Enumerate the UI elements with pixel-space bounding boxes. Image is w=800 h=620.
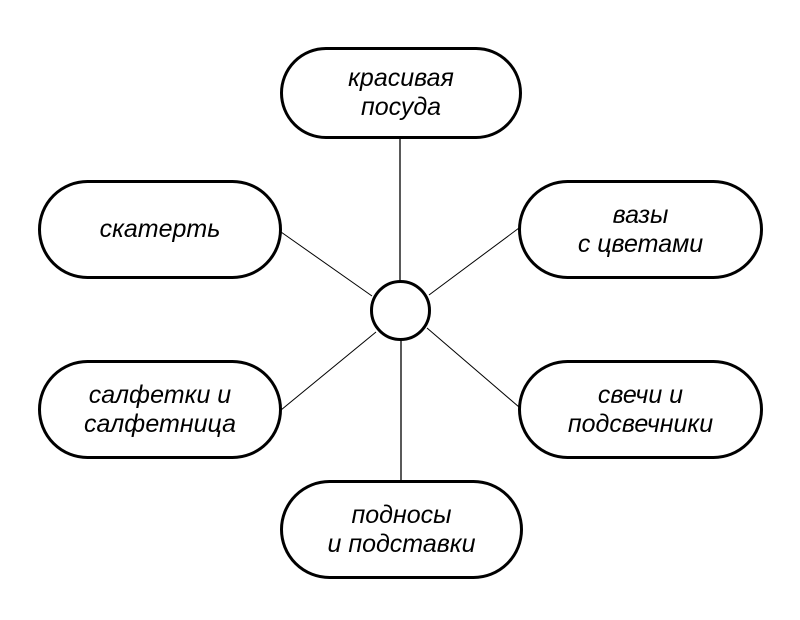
node-top-line-1: красивая (348, 64, 454, 92)
node-bottom: подносы и подставки (280, 480, 523, 579)
center-hub-circle (370, 280, 431, 341)
connector-right-bottom (426, 327, 520, 408)
node-left-top-line-1: скатерть (99, 215, 221, 243)
node-top-line-2: посуда (360, 93, 442, 121)
node-right-bottom-line-1: свечи и (597, 380, 684, 409)
node-bottom-line-2: и подставки (327, 529, 476, 558)
node-left-top: скатерть (38, 180, 282, 279)
node-right-top: вазы с цветами (518, 180, 763, 279)
node-right-bottom: свечи и подсвечники (518, 360, 763, 459)
connector-left-top (280, 231, 373, 297)
node-left-bottom: салфетки и салфетница (38, 360, 282, 459)
node-bottom-line-1: подносы (351, 500, 452, 529)
node-top: красивая посуда (280, 47, 522, 139)
node-right-top-line-1: вазы (612, 200, 669, 229)
node-left-bottom-line-2: салфетница (84, 409, 236, 438)
node-right-top-line-2: с цветами (577, 229, 704, 258)
node-right-bottom-line-2: подсвечники (567, 409, 714, 438)
connector-right-top (428, 227, 520, 296)
node-left-bottom-line-1: салфетки и (88, 380, 232, 409)
connector-left-bottom (280, 331, 377, 411)
